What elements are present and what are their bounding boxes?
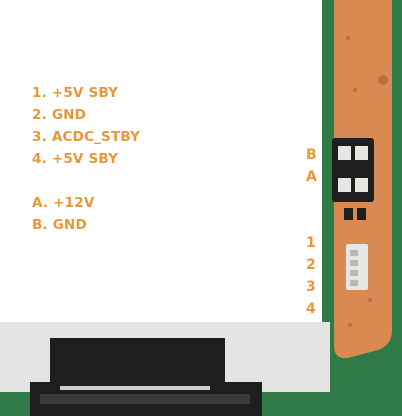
sata-connector-icon bbox=[30, 338, 262, 416]
legend-item-1: 1. +5V SBY bbox=[32, 85, 119, 101]
marker-b: B bbox=[306, 147, 317, 163]
legend-item-4: 4. +5V SBY bbox=[32, 151, 119, 167]
marker-a: A bbox=[306, 169, 317, 185]
marker-3: 3 bbox=[306, 279, 316, 295]
legend-item-a: A. +12V bbox=[32, 195, 95, 211]
legend-item-b: B. GND bbox=[32, 217, 87, 233]
pinout-legend: 1. +5V SBY 2. GND 3. ACDC_STBY 4. +5V SB… bbox=[32, 82, 140, 236]
marker-1: 1 bbox=[306, 235, 316, 251]
marker-4: 4 bbox=[306, 301, 316, 317]
jst-connector-icon bbox=[346, 244, 368, 290]
pcb-mount-hole bbox=[378, 75, 388, 85]
marker-2: 2 bbox=[306, 257, 316, 273]
power-connector-icon bbox=[332, 138, 374, 202]
legend-spacer bbox=[32, 170, 140, 192]
legend-item-2: 2. GND bbox=[32, 107, 87, 123]
legend-item-3: 3. ACDC_STBY bbox=[32, 129, 141, 145]
